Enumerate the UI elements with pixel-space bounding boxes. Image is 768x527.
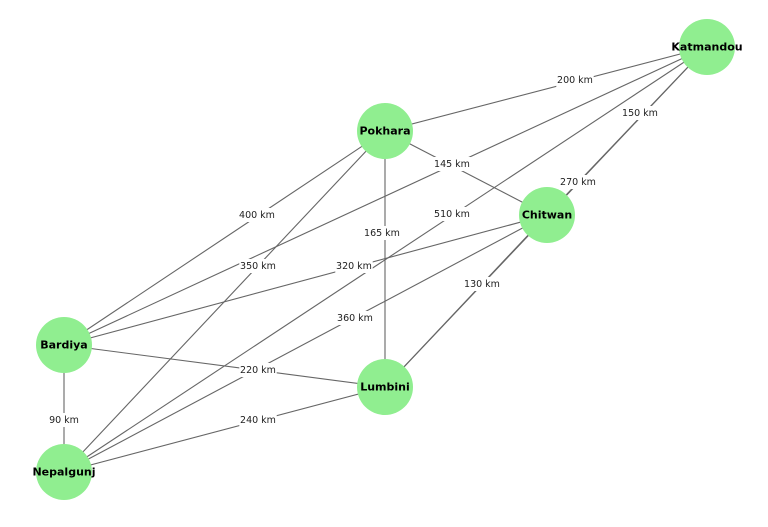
edge-label-text: 320 km (336, 261, 372, 272)
edge-label-text: 350 km (240, 261, 276, 272)
edge-label-backdrop (335, 259, 373, 273)
edge-label-backdrop (463, 277, 501, 291)
edge-weight-label: 510 km (433, 207, 471, 221)
edge-label-backdrop (336, 311, 374, 325)
node-label: Bardiya (40, 339, 87, 352)
graph-edge (384, 130, 548, 216)
edge-label-text: 200 km (557, 75, 593, 86)
graph-node-nepalgunj[interactable]: Nepalgunj (32, 444, 96, 500)
edge-label-backdrop (433, 157, 471, 171)
edge-label-text: 150 km (622, 108, 658, 119)
node-circle[interactable] (519, 187, 575, 243)
edge-weight-label: 145 km (433, 157, 471, 171)
graph-node-lumbini[interactable]: Lumbini (357, 359, 413, 415)
graph-edge (63, 130, 386, 346)
graph-node-chitwan[interactable]: Chitwan (519, 187, 575, 243)
edge-label-backdrop (238, 208, 276, 222)
node-label: Nepalgunj (32, 466, 95, 479)
edge-weight-label: 240 km (239, 413, 277, 427)
edge-label-backdrop (433, 207, 471, 221)
edge-label-text: 90 km (49, 415, 79, 426)
edge-label-text: 270 km (560, 177, 596, 188)
edge-weight-label: 320 km (335, 259, 373, 273)
graph-node-pokhara[interactable]: Pokhara (357, 103, 413, 159)
nodes-layer: KatmandouPokharaChitwanBardiyaLumbiniNep… (32, 19, 743, 500)
edge-weight-label: 130 km (463, 277, 501, 291)
graph-edge (63, 214, 548, 346)
node-circle[interactable] (36, 444, 92, 500)
edges-layer (63, 46, 708, 473)
edge-labels-layer: 200 km 150 km 270 km 400 km 510 km 145 km 165 … (48, 73, 659, 427)
node-label: Lumbini (360, 381, 410, 394)
edge-weight-label: 200 km (556, 73, 594, 87)
edge-weight-label: 90 km (48, 413, 80, 427)
edge-label-text: 400 km (239, 210, 275, 221)
graph-edge (63, 214, 548, 473)
edge-label-backdrop (556, 73, 594, 87)
edge-weight-label: 220 km (239, 363, 277, 377)
edge-label-backdrop (239, 363, 277, 377)
node-circle[interactable] (679, 19, 735, 75)
edge-weight-label: 165 km (363, 226, 401, 240)
graph-edge (384, 214, 548, 388)
edge-label-text: 165 km (364, 228, 400, 239)
edge-weight-label: 270 km (559, 175, 597, 189)
edge-label-backdrop (239, 259, 277, 273)
node-circle[interactable] (357, 359, 413, 415)
edge-label-backdrop (559, 175, 597, 189)
node-circle[interactable] (357, 103, 413, 159)
edge-label-text: 360 km (337, 313, 373, 324)
edge-label-backdrop (621, 106, 659, 120)
graph-node-bardiya[interactable]: Bardiya (36, 317, 92, 373)
edge-weight-label: 350 km (239, 259, 277, 273)
edge-weight-label: 150 km (621, 106, 659, 120)
graph-edge (63, 344, 386, 388)
edge-label-text: 240 km (240, 415, 276, 426)
graph-node-katmandou[interactable]: Katmandou (671, 19, 743, 75)
edge-label-backdrop (239, 413, 277, 427)
edge-weight-label: 400 km (238, 208, 276, 222)
node-label: Katmandou (671, 41, 742, 54)
edge-weight-label: 360 km (336, 311, 374, 325)
node-circle[interactable] (36, 317, 92, 373)
edge-label-text: 510 km (434, 209, 470, 220)
edge-label-backdrop (48, 413, 80, 427)
node-label: Chitwan (522, 209, 572, 222)
node-label: Pokhara (359, 125, 410, 138)
edge-label-backdrop (363, 226, 401, 240)
edge-label-text: 145 km (434, 159, 470, 170)
graph-edge (63, 386, 386, 473)
edge-label-text: 130 km (464, 279, 500, 290)
graph-edge (384, 46, 708, 132)
edge-label-text: 220 km (240, 365, 276, 376)
